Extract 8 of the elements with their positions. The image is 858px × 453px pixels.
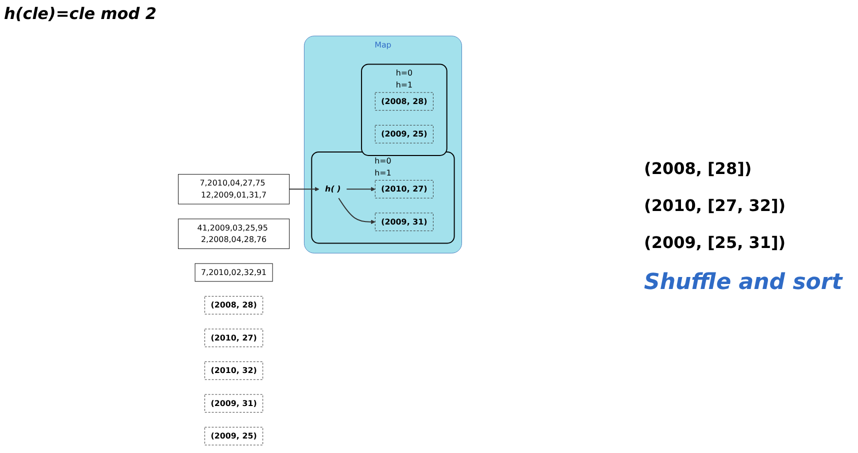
arrow [338,198,376,224]
grouped-pair-text: (2009, [25, 31]) [644,232,787,252]
grouped-pair-text: (2008, [28]) [644,158,753,178]
phase-heading: Shuffle and sort [644,270,844,294]
arrow [288,187,320,192]
grouped-pair-text: (2010, [27, 32]) [644,196,787,214]
arrow [346,187,376,192]
formula-note: h(cle)=cle mod 2 [4,4,158,23]
